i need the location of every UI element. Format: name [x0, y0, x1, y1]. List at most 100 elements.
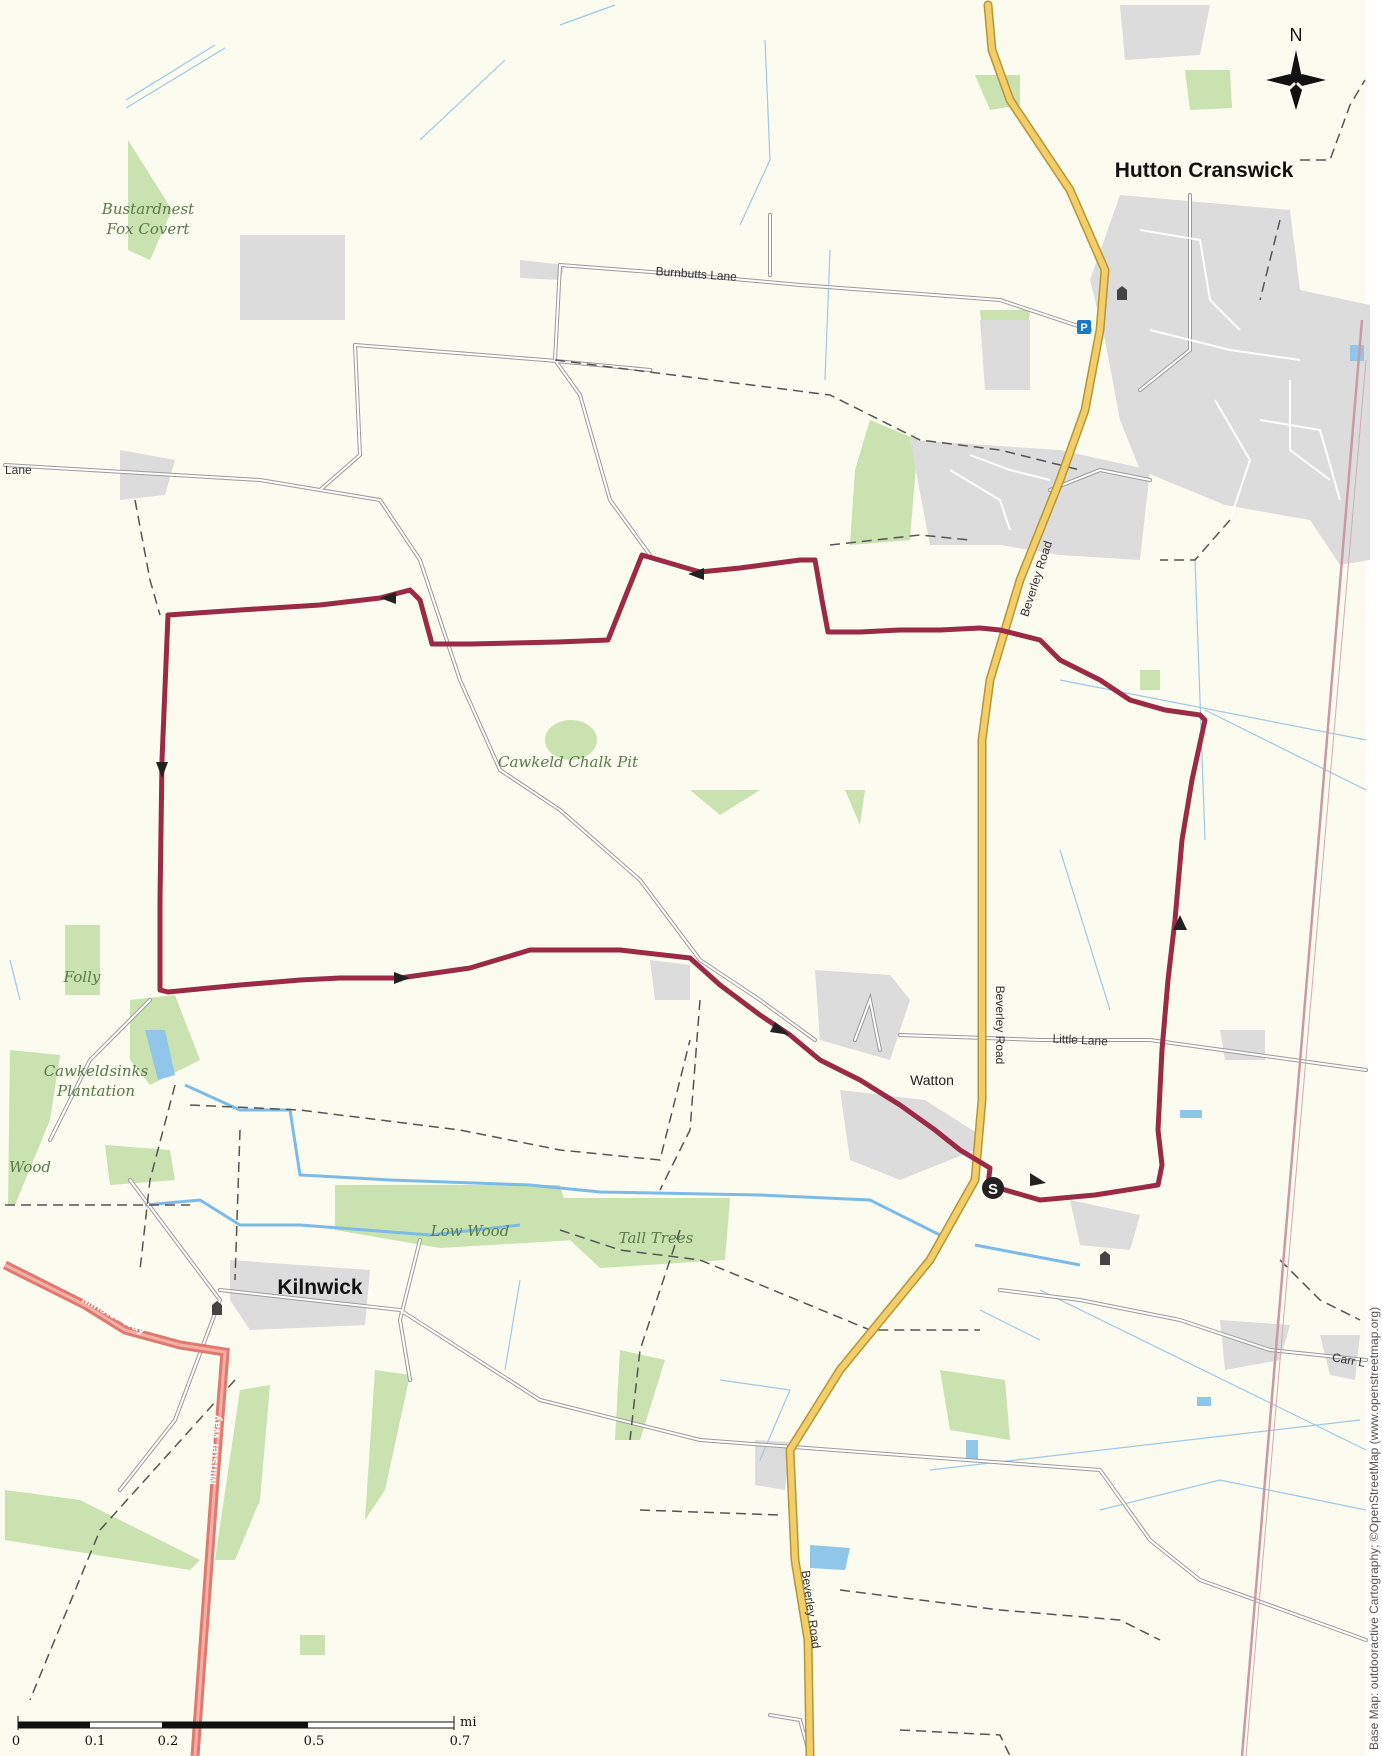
minor-road — [49, 999, 151, 1141]
water-layer — [145, 345, 1364, 1570]
wood-patch — [1140, 670, 1160, 690]
cawkeldsinks-label: Cawkeldsinks — [44, 1062, 149, 1080]
route-direction-arrow-icon — [770, 1022, 790, 1035]
route-direction-arrow-icon — [688, 568, 704, 580]
drain — [419, 59, 506, 141]
parking-icon-glyph: P — [1080, 322, 1087, 334]
pond — [1350, 345, 1364, 361]
scale-tick-label: 0.5 — [304, 1734, 325, 1749]
footpath — [659, 999, 701, 1191]
stream — [974, 1243, 1081, 1267]
wood-patch — [105, 1145, 175, 1185]
scale-tick-label: 0.1 — [85, 1734, 106, 1749]
minor-road-fill — [4, 194, 1367, 1756]
route-line[interactable] — [157, 552, 1208, 1203]
pond — [1197, 1397, 1211, 1406]
minor-road — [129, 1179, 221, 1301]
pond — [145, 1030, 175, 1080]
walking-route[interactable]: S — [156, 552, 1208, 1203]
parish-boundary-line — [1240, 319, 1364, 1756]
minor-road — [699, 959, 816, 1041]
kilnwick-village — [230, 1260, 370, 1330]
drain-lines — [9, 4, 1367, 1511]
drain — [1059, 849, 1111, 1011]
poi-layer: P — [212, 286, 1127, 1315]
stream-layer — [144, 1083, 1081, 1267]
parish-boundary-line — [1245, 359, 1367, 1756]
pond — [810, 1545, 850, 1570]
scale-unit-label: mi — [460, 1715, 477, 1730]
main-road-layer — [785, 0, 1110, 1756]
hutton-cranswick-label: Hutton Cranswick — [1115, 159, 1294, 182]
wood-patch — [8, 1050, 60, 1205]
lane — [4, 464, 701, 961]
footpath — [554, 359, 1081, 471]
fox-covert-label: Fox Covert — [106, 220, 191, 238]
hutton-cranswick-west — [910, 440, 1150, 560]
compass-east-point — [1296, 74, 1326, 86]
burnbutts-lane-label: Burnbutts Lane — [655, 264, 737, 284]
route-direction-arrow-icon — [394, 972, 410, 984]
drain — [739, 39, 771, 226]
minor-road — [1049, 468, 1151, 491]
little-lane — [899, 1034, 1367, 1071]
route-direction-arrow-icon — [380, 592, 396, 604]
drain — [559, 4, 616, 26]
footpath — [899, 1729, 1011, 1756]
scale-tick-label: 0 — [12, 1734, 20, 1749]
buildings — [980, 320, 1030, 390]
drain — [1204, 709, 1367, 791]
drain — [125, 44, 216, 101]
wood-patch — [850, 420, 918, 545]
hutton-cranswick-village — [1090, 195, 1370, 565]
scale-segment — [18, 1722, 90, 1728]
footpath — [189, 1039, 691, 1161]
footpath — [234, 1129, 241, 1281]
scale-segment — [162, 1722, 308, 1728]
buildings — [520, 260, 565, 280]
drain — [9, 959, 21, 1001]
cawkeld-chalk-pit-label: Cawkeld Chalk Pit — [498, 753, 639, 771]
buildings — [1070, 1200, 1140, 1250]
route-direction-arrow-icon — [1030, 1173, 1046, 1186]
pond — [1180, 1110, 1202, 1118]
parking-icon[interactable] — [1077, 320, 1091, 334]
pond — [966, 1440, 978, 1460]
minor-road — [119, 1299, 221, 1491]
footpath — [639, 1509, 781, 1516]
footpath — [1279, 1259, 1361, 1321]
wood-patch — [300, 1635, 325, 1655]
minor-road — [398, 1239, 421, 1381]
drain — [979, 1309, 1041, 1341]
wood-patch — [365, 1370, 410, 1520]
beverley-road — [787, 2, 1108, 1756]
wood-labels: Bustardnest Fox Covert Cawkeld Chalk Pit… — [9, 200, 694, 1247]
drain — [1099, 1479, 1367, 1511]
compass-north-label: N — [1290, 25, 1303, 45]
wood-patch — [940, 1370, 1010, 1440]
footpath — [839, 1589, 1161, 1641]
watton-label: Watton — [910, 1072, 954, 1088]
footpath — [134, 499, 161, 616]
folly-wood — [65, 925, 100, 995]
compass-rose-icon: N — [1266, 25, 1326, 110]
route-direction-arrow-icon — [1173, 915, 1187, 930]
tall-trees — [560, 1198, 730, 1268]
minster-way-fill — [4, 1263, 227, 1756]
wood-patch — [615, 1350, 665, 1440]
stream — [144, 1198, 521, 1237]
burnbutts-lane — [559, 264, 1091, 331]
lane-label: Lane — [5, 463, 32, 477]
minster-way-label-south: Minster Way — [205, 1414, 224, 1485]
drain — [824, 249, 831, 381]
wood-patch — [5, 1490, 200, 1570]
cawkeld-chalk-pit-wood — [545, 720, 597, 760]
route-start-label: S — [988, 1181, 998, 1198]
route-start-marker-icon[interactable] — [982, 1177, 1004, 1199]
carr-lane-label: Carr L — [1331, 1350, 1367, 1370]
church-icon — [212, 1301, 222, 1315]
minor-road — [553, 264, 651, 556]
drain — [1194, 559, 1206, 841]
footpath — [29, 1379, 236, 1701]
